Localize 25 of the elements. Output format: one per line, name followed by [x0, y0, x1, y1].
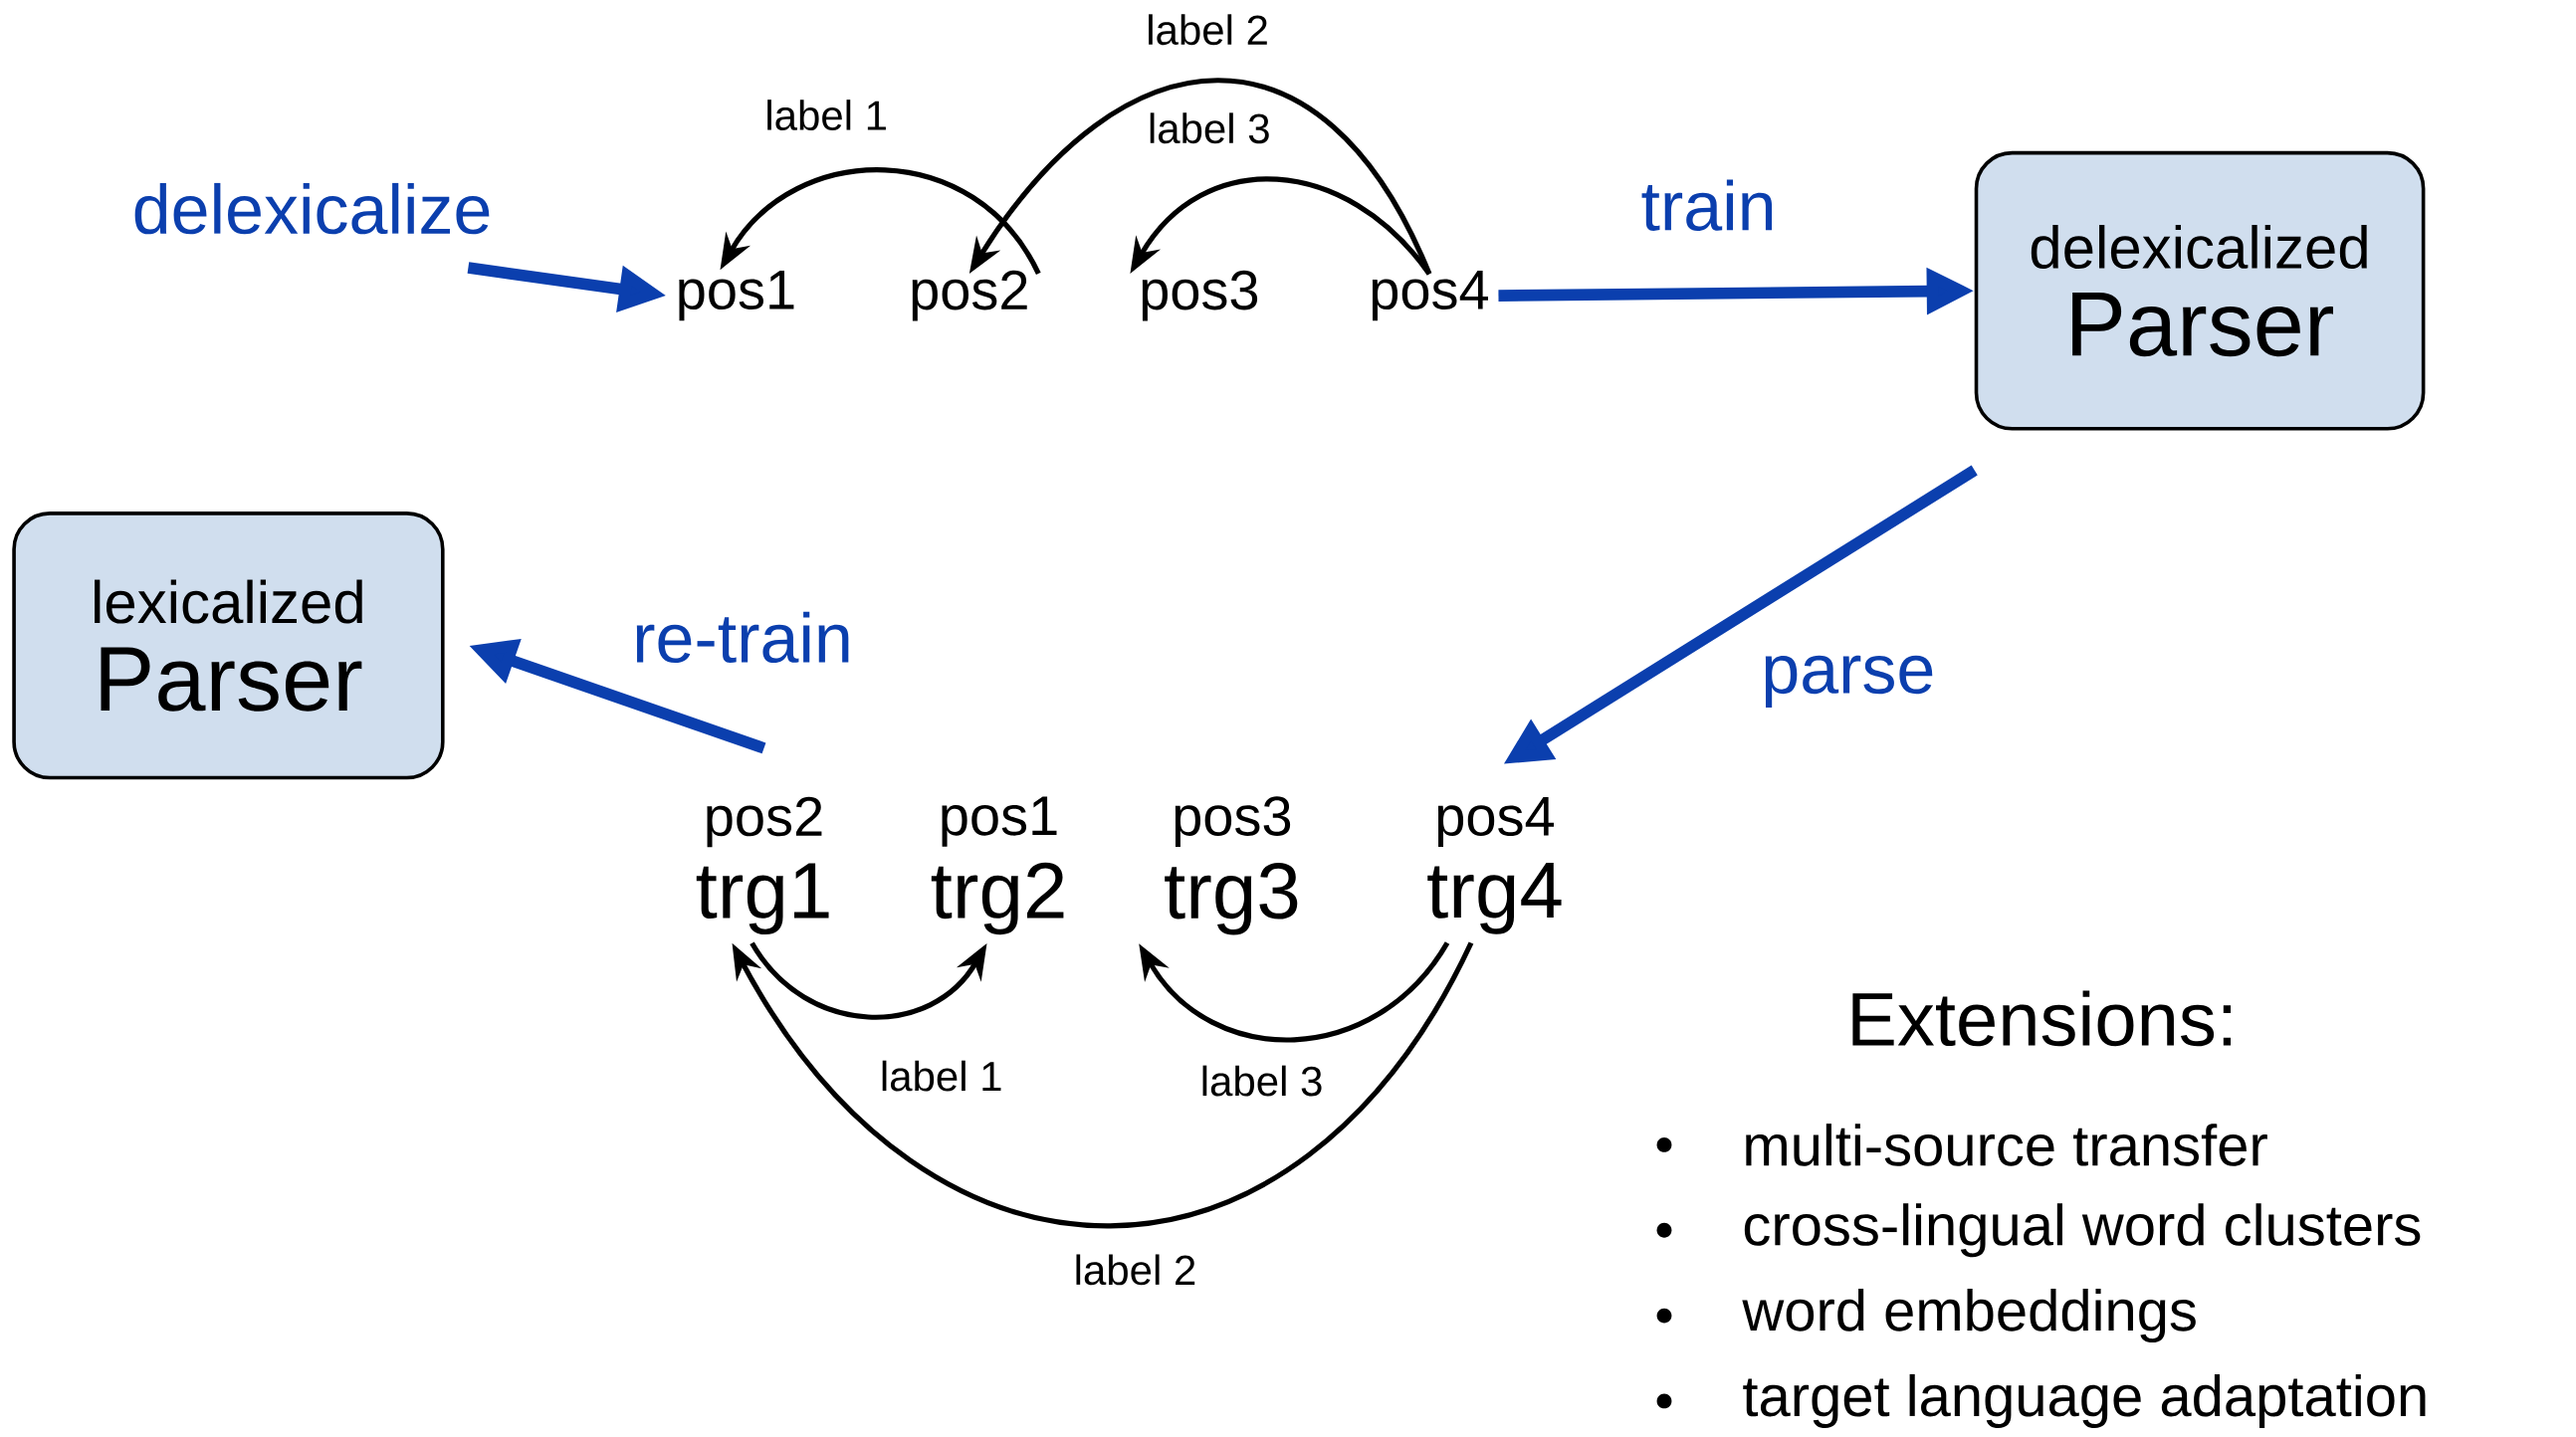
edge-label: label 3 [1193, 1059, 1330, 1103]
edge-label: parse [1755, 649, 1942, 714]
pos-tag: pos3 [1142, 270, 1258, 321]
edge-label: delexicalize [125, 176, 499, 241]
heading: Extensions: [1852, 990, 2232, 1047]
edge-label: label 2 [1140, 8, 1275, 52]
word-with-tag: pos1 trg2 [931, 796, 1064, 935]
pos-tag: pos4 [1372, 270, 1488, 321]
pos-tag: pos1 [679, 270, 794, 321]
bullet-item: multi-source transfer [1656, 1124, 2267, 1166]
edge-label: re-train [626, 605, 859, 669]
edge-label: train [1634, 173, 1783, 237]
word-with-tag: pos3 trg3 [1165, 796, 1298, 935]
edge-label: label 3 [1141, 106, 1277, 150]
bullet-item: target language adaptation [1656, 1373, 2426, 1428]
bullet-item: cross-lingual word clusters [1656, 1203, 2421, 1258]
parser-box: lexicalized Parser [12, 512, 445, 780]
parser-box: delexicalized Parser [1974, 150, 2426, 431]
bullet-item: word embeddings [1656, 1288, 2196, 1342]
edge-label: label 1 [873, 1054, 1009, 1098]
pos-tag: pos2 [912, 270, 1027, 321]
edge-label: label 1 [758, 94, 895, 136]
edge-label: label 2 [1067, 1248, 1203, 1292]
word-with-tag: pos4 trg4 [1427, 796, 1562, 934]
word-with-tag: pos2 trg1 [696, 796, 829, 934]
